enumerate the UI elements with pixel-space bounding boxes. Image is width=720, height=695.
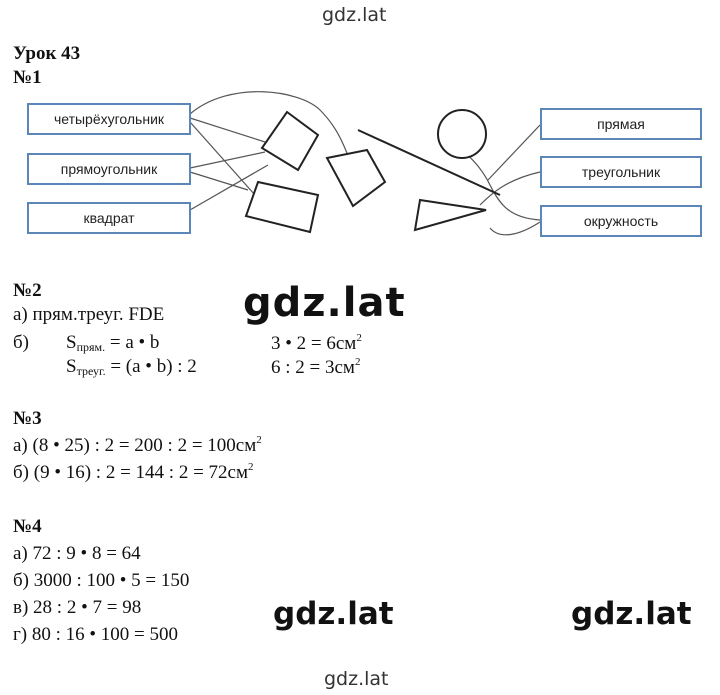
watermark-top: gdz.lat	[322, 4, 387, 26]
formula-rest: = a • b	[105, 332, 160, 353]
task1-number: №1	[13, 67, 42, 88]
task2-line-a: а) прям.треуг. FDE	[13, 304, 165, 325]
task2-calc-1: 3 • 2 = 6см2	[271, 332, 362, 355]
label-circle: окружность	[540, 205, 702, 237]
watermark-mid-1: gdz.lat	[273, 596, 394, 632]
formula-rest: = (a • b) : 2	[105, 356, 197, 377]
label-straight-line: прямая	[540, 108, 702, 140]
formula-sub: прям.	[76, 340, 106, 354]
line-circle-extra	[489, 221, 541, 236]
line-circle-to-circle	[462, 149, 541, 221]
task1-diagram: четырёхугольник прямоугольник квадрат пр…	[0, 0, 720, 260]
calc-sup: 2	[354, 356, 361, 368]
label-rectangle: прямоугольник	[27, 153, 191, 185]
watermark-bottom: gdz.lat	[324, 668, 389, 690]
task2-number: №2	[13, 280, 42, 301]
calc-text: 3 • 2 = 6см	[271, 333, 357, 354]
line-square-to-square	[189, 164, 269, 211]
watermark-big: gdz.lat	[243, 280, 406, 326]
line-text: б) (9 • 16) : 2 = 144 : 2 = 72см	[13, 462, 248, 483]
line-quad-to-square	[189, 117, 266, 143]
task3-line-b: б) (9 • 16) : 2 = 144 : 2 = 72см2	[13, 461, 254, 484]
line-triangle-to-triangle	[479, 171, 541, 206]
task4-line-b: б) 3000 : 100 • 5 = 150	[13, 570, 190, 591]
line-rect-to-square	[189, 151, 266, 169]
task2-formula-rect: Sпрям. = a • b	[66, 332, 159, 355]
task4-line-a: а) 72 : 9 • 8 = 64	[13, 543, 141, 564]
line-text: а) (8 • 25) : 2 = 200 : 2 = 100см	[13, 435, 257, 456]
line-straight-to-line	[487, 124, 541, 181]
task2-calc-2: 6 : 2 = 3см2	[271, 356, 360, 379]
calc-sup: 2	[356, 332, 362, 344]
triangle-figure	[413, 198, 487, 232]
task4-number: №4	[13, 516, 42, 537]
formula-s: S	[66, 356, 77, 377]
label-triangle: треугольник	[540, 156, 702, 188]
straight-line-figure	[357, 129, 501, 196]
task4-line-c: в) 28 : 2 • 7 = 98	[13, 597, 142, 618]
quadrilateral-figure	[325, 148, 387, 208]
rectangle-figure	[244, 180, 320, 234]
line-rect-to-rect	[189, 171, 249, 191]
circle-figure	[437, 109, 487, 159]
task3-number: №3	[13, 408, 42, 429]
line-sup: 2	[248, 461, 254, 473]
line-quad-to-quad	[189, 91, 351, 161]
calc-text: 6 : 2 = 3см	[271, 357, 355, 378]
watermark-mid-2: gdz.lat	[571, 596, 692, 632]
label-quadrilateral: четырёхугольник	[27, 103, 191, 135]
lesson-title: Урок 43	[13, 43, 81, 64]
task4-line-d: г) 80 : 16 • 100 = 500	[13, 624, 179, 645]
connection-lines	[189, 91, 541, 236]
task2-formula-tri: Sтреуг. = (a • b) : 2	[66, 356, 197, 379]
task3-line-a: а) (8 • 25) : 2 = 200 : 2 = 100см2	[13, 434, 262, 457]
task2-b-label: б)	[13, 332, 29, 353]
line-sup: 2	[256, 434, 262, 446]
formula-s: S	[66, 332, 77, 353]
formula-sub: треуг.	[76, 364, 106, 378]
line-quad-to-rect	[189, 121, 256, 196]
square-figure	[260, 110, 320, 172]
label-square: квадрат	[27, 202, 191, 234]
